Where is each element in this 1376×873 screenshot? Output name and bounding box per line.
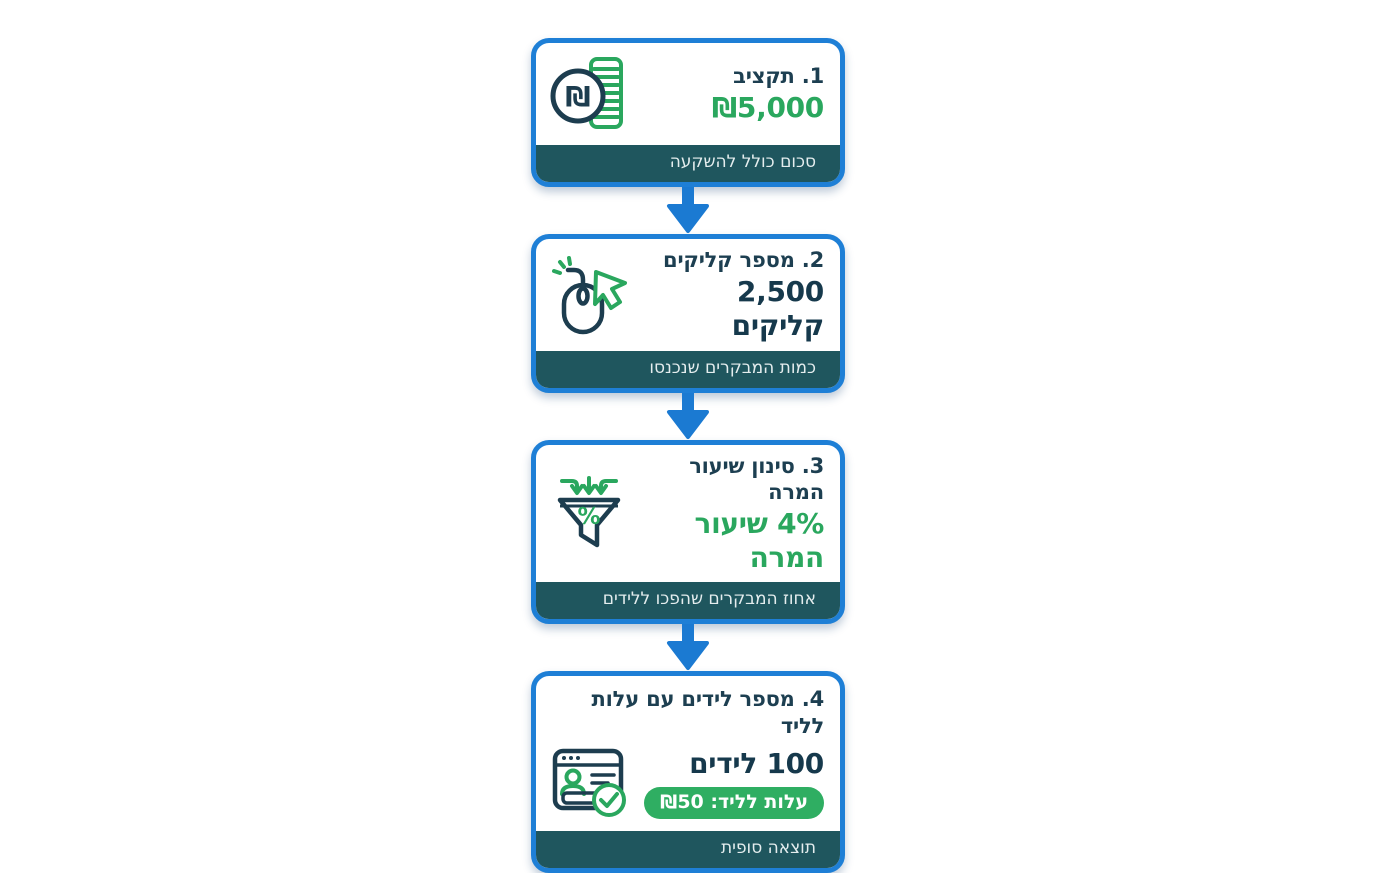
cost-per-lead-badge: עלות לליד: ₪50	[644, 786, 824, 819]
step-card-body: 3. סינון שיעור המרה 4% שיעור המרה %	[536, 445, 840, 583]
step-title: 3. סינון שיעור המרה	[689, 453, 824, 504]
step-card-budget: 1. תקציב ₪5,000 ₪	[531, 38, 845, 188]
step-footer: סכום כולל להשקעה	[536, 145, 840, 183]
mouse-click-icon	[548, 254, 630, 336]
step-card-body: 2. מספר קליקים 2,500 קליקים	[536, 239, 840, 350]
step-title: 1. תקציב	[733, 64, 824, 89]
step-card-texts: 100 לידים עלות לליד: ₪50	[640, 745, 824, 819]
step-footer: תוצאה סופית	[536, 830, 840, 868]
svg-text:₪: ₪	[565, 80, 590, 113]
step-value: ₪5,000	[711, 91, 824, 125]
svg-text:%: %	[577, 504, 600, 530]
step-footer: כמות המבקרים שנכנסו	[536, 350, 840, 388]
step-card-conversion: 3. סינון שיעור המרה 4% שיעור המרה %	[531, 439, 845, 625]
step-card-body: 4. מספר לידים עם עלות לליד 100 לידים עלו…	[536, 676, 840, 831]
flow-down-arrow-icon	[664, 187, 712, 234]
funnel-percent-icon: %	[548, 472, 630, 554]
step-card-texts: 1. תקציב ₪5,000	[640, 63, 824, 125]
step-title: 4. מספר לידים עם עלות לליד	[591, 687, 825, 738]
step-card-clicks: 2. מספר קליקים 2,500 קליקים	[531, 234, 845, 393]
step-value: 4% שיעור המרה	[694, 507, 825, 574]
step-title: 2. מספר קליקים	[663, 248, 824, 273]
step-card-body: 1. תקציב ₪5,000 ₪	[536, 43, 840, 145]
lead-form-check-icon	[548, 741, 630, 823]
step-footer: אחוז המבקרים שהפכו ללידים	[536, 582, 840, 620]
step-value: 2,500 קליקים	[731, 275, 825, 342]
step-card-texts: 3. סינון שיעור המרה 4% שיעור המרה	[640, 453, 824, 575]
step-card-row: 100 לידים עלות לליד: ₪50	[548, 741, 824, 823]
funnel-flowchart: 1. תקציב ₪5,000 ₪	[531, 38, 845, 873]
step-card-leads: 4. מספר לידים עם עלות לליד 100 לידים עלו…	[531, 671, 845, 873]
flow-down-arrow-icon	[664, 624, 712, 671]
step-value: 100 לידים	[689, 747, 824, 781]
step-card-texts: 2. מספר קליקים 2,500 קליקים	[640, 247, 824, 342]
shekel-coins-icon: ₪	[548, 53, 630, 135]
flow-down-arrow-icon	[664, 392, 712, 440]
